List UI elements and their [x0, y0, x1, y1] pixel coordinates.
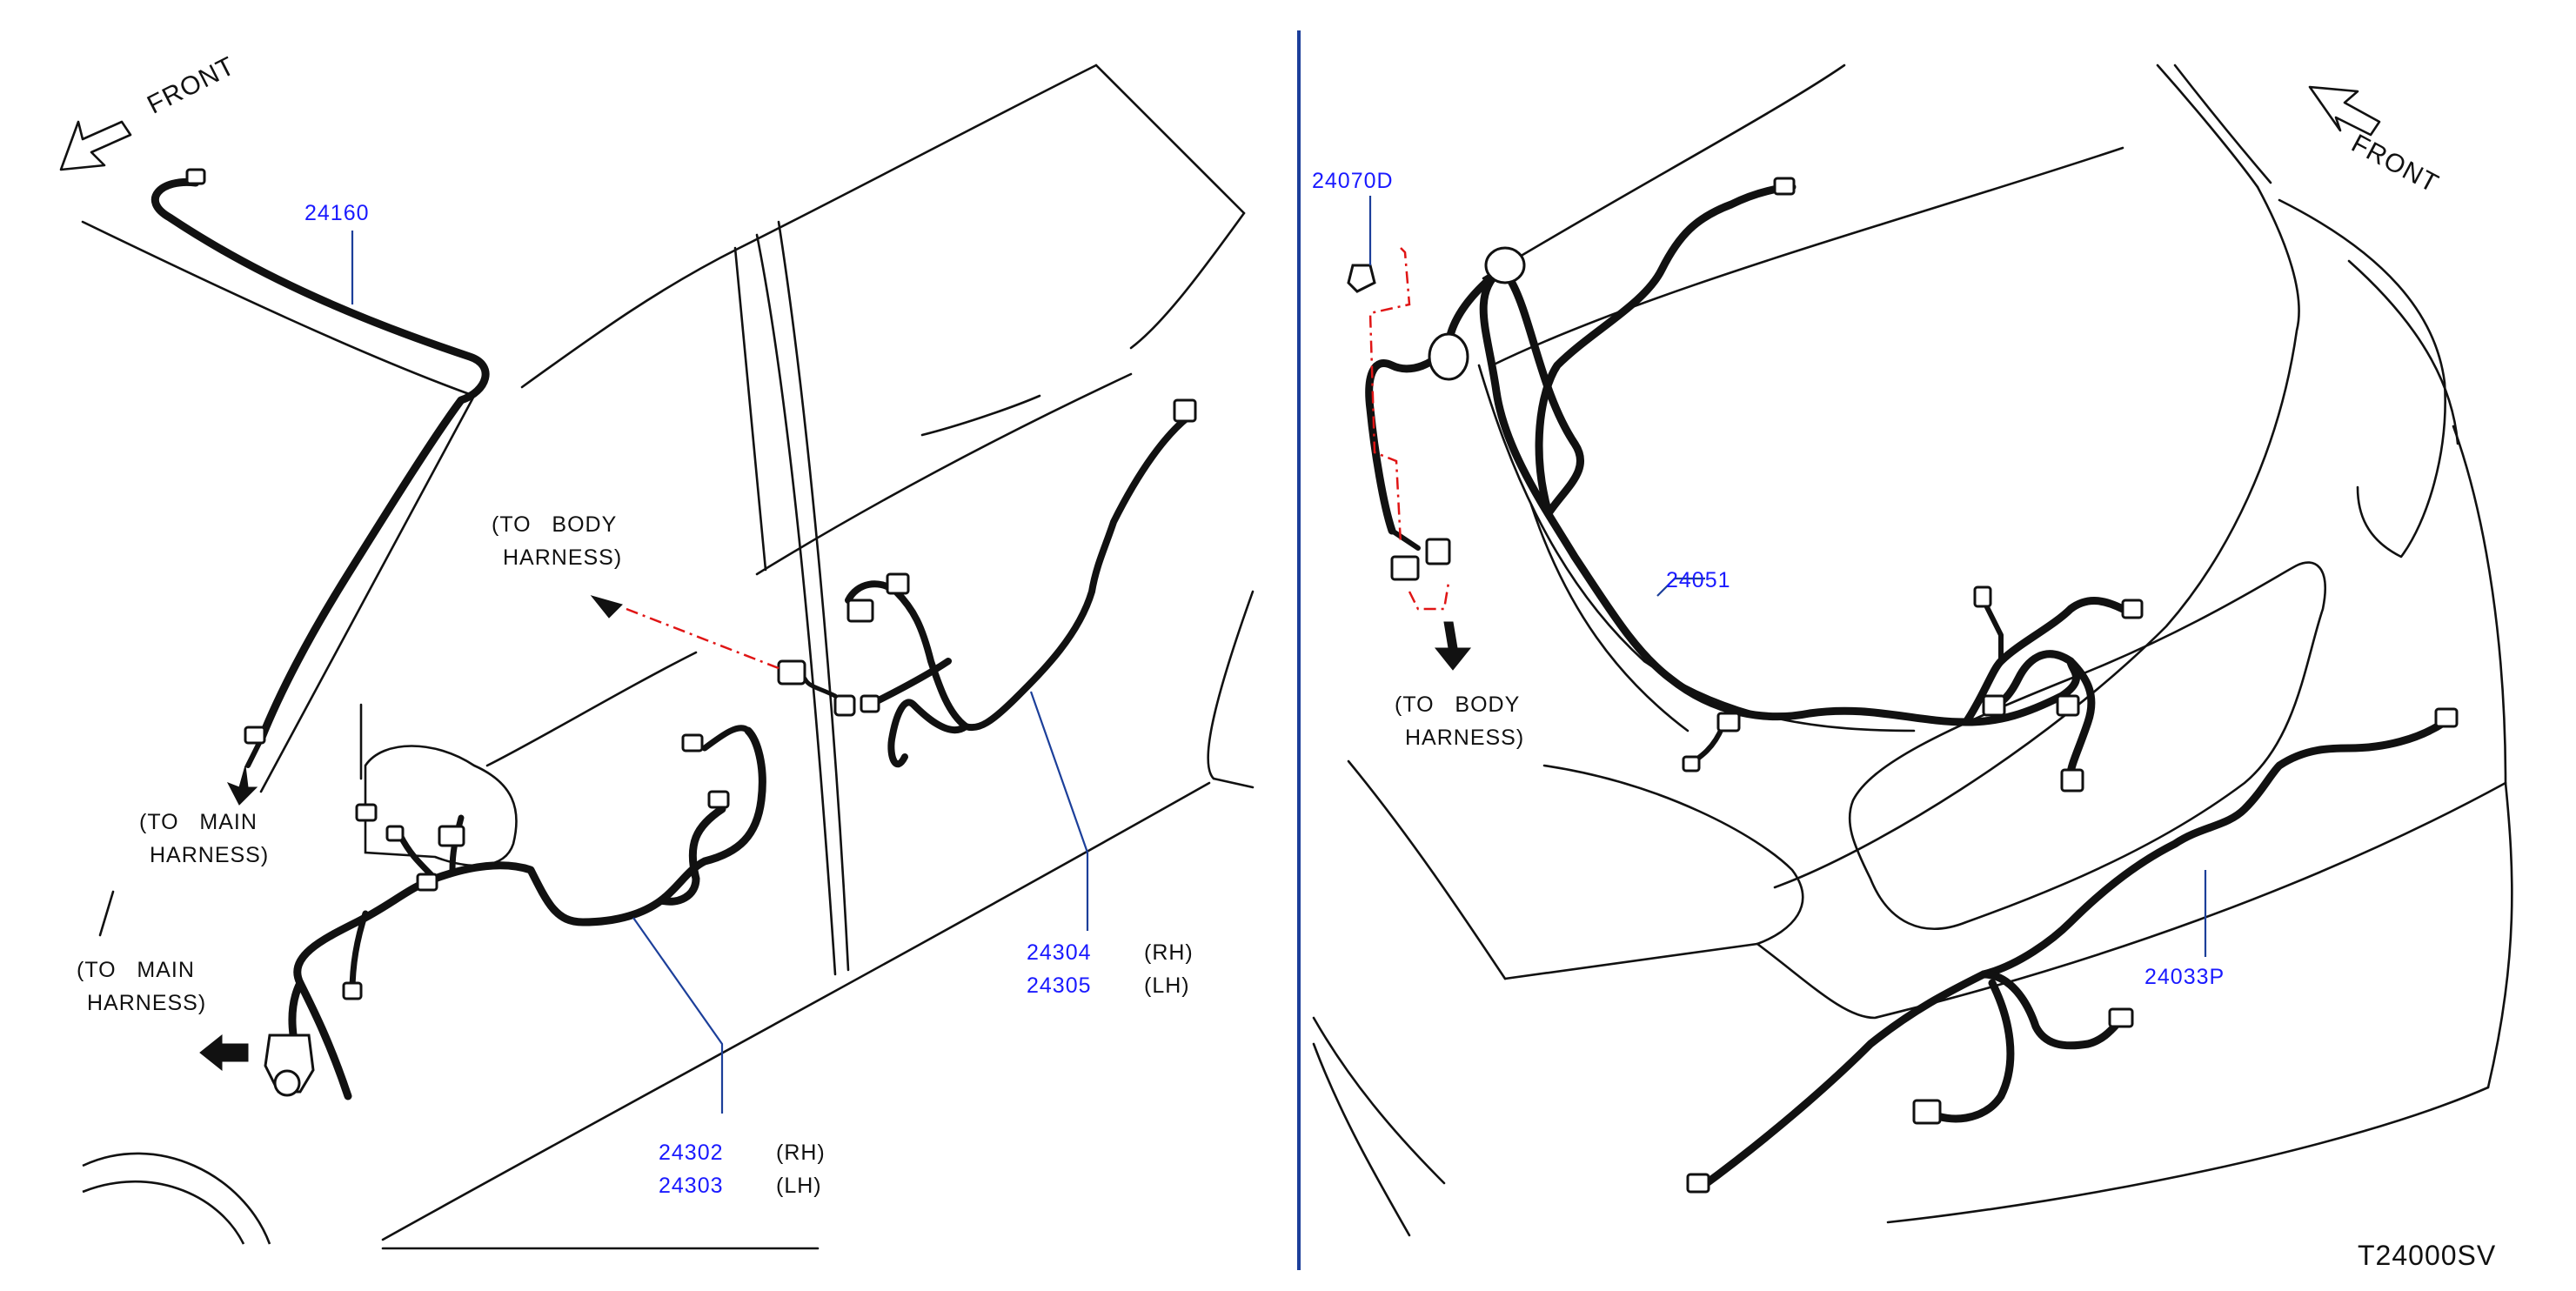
- right-to-body-harness-line1: (TO BODY: [1395, 692, 1521, 717]
- left-to-main-harness-lower-line1: (TO MAIN: [77, 958, 195, 982]
- part-24304-side: (RH): [1144, 940, 1194, 965]
- part-24302-side: (RH): [776, 1140, 826, 1165]
- part-number-24302: 24302: [659, 1140, 724, 1165]
- part-24303-side: (LH): [776, 1174, 822, 1198]
- part-number-24304: 24304: [1027, 940, 1092, 965]
- left-front-arrow-icon: [59, 120, 132, 171]
- part-number-24051: 24051: [1666, 568, 1731, 592]
- right-harness-wires: [1365, 183, 2449, 1192]
- left-to-main-harness-upper-line2: HARNESS): [150, 843, 270, 867]
- left-leader-lines: [351, 231, 1089, 1114]
- left-to-main-harness-lower-line2: HARNESS): [87, 991, 207, 1015]
- right-front-arrow-icon: [2308, 85, 2381, 137]
- right-to-body-harness-line2: HARNESS): [1405, 726, 1525, 750]
- part-number-24033P: 24033P: [2144, 965, 2225, 989]
- right-harness-connectors: [1347, 177, 2459, 1194]
- part-number-24070D: 24070D: [1312, 169, 1394, 193]
- diagram-code: T24000SV: [2358, 1240, 2497, 1271]
- part-number-24160: 24160: [304, 201, 370, 225]
- left-to-body-harness-line2: HARNESS): [503, 545, 623, 570]
- left-arrows: [199, 595, 623, 1072]
- right-arrow-down: [1434, 621, 1472, 671]
- part-number-24303: 24303: [659, 1174, 724, 1198]
- left-harness-connectors: [185, 168, 1197, 1097]
- right-leader-lines: [1368, 196, 2207, 957]
- left-to-body-harness-line1: (TO BODY: [492, 512, 618, 537]
- front-wheel-arch: [82, 1152, 271, 1245]
- right-vehicle-body-outline: [1312, 64, 2513, 1237]
- left-vehicle-body-outline: [81, 64, 1255, 1250]
- left-to-main-harness-upper-line1: (TO MAIN: [139, 810, 258, 834]
- right-body-harness-dashed-line: [1368, 247, 1450, 611]
- part-number-24305: 24305: [1027, 973, 1092, 998]
- left-body-harness-dashed-line: [626, 607, 784, 672]
- door-mirror-outline: [364, 745, 518, 867]
- part-24305-side: (LH): [1144, 973, 1190, 998]
